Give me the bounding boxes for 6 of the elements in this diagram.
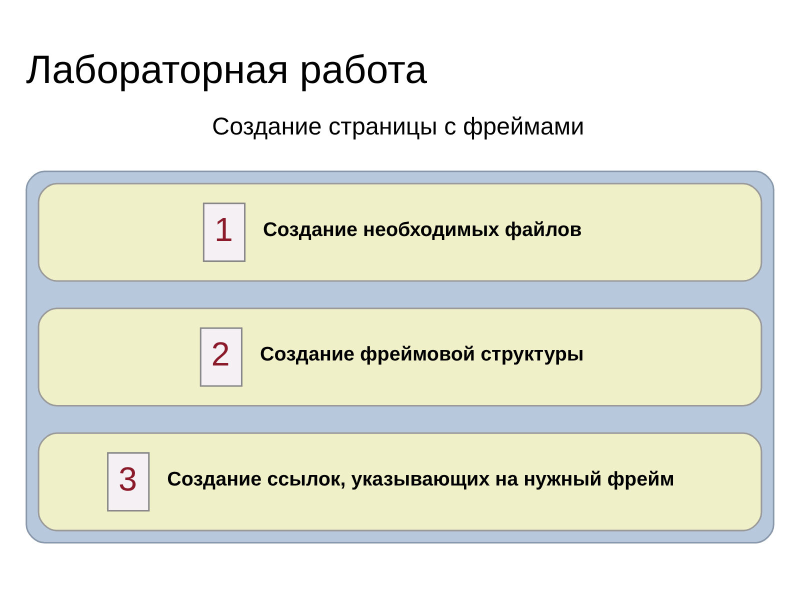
node-box: 2 Создание фреймовой структуры xyxy=(38,308,762,407)
node-box: 1 Создание необходимых файлов xyxy=(38,182,762,282)
label: Создание страницы с фреймами xyxy=(212,114,584,141)
diagram-title: Лабораторная работа xyxy=(26,48,428,92)
node-box: 3 Создание ссылок, указывающих на нужный фрейм xyxy=(38,432,762,532)
cluster xyxy=(26,170,774,544)
